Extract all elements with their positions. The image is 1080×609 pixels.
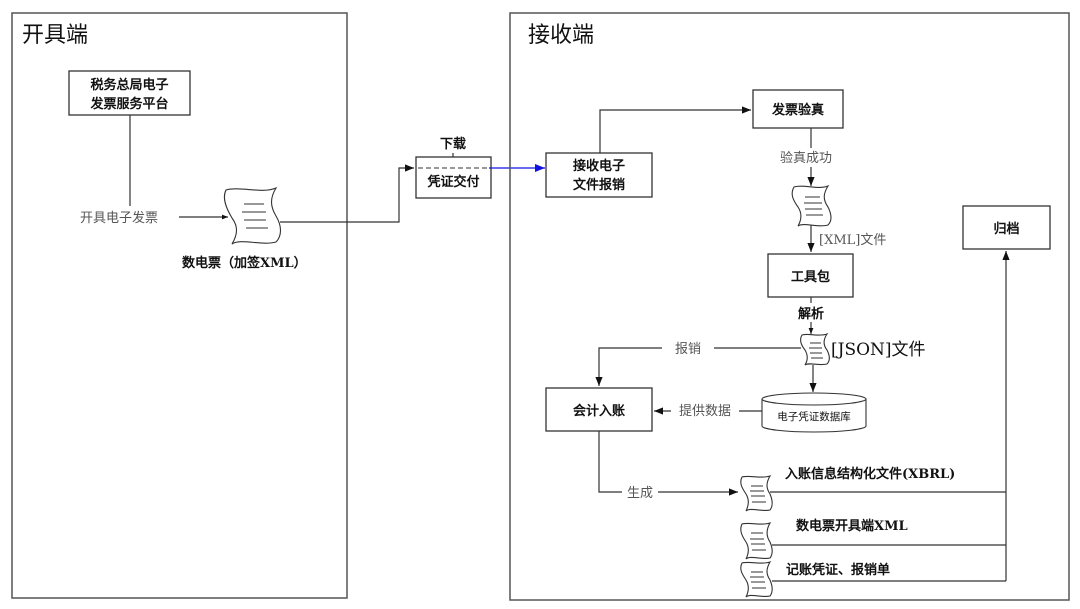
xml-file-doc-icon[interactable] bbox=[791, 184, 832, 227]
voucher-doc-icon[interactable] bbox=[740, 560, 773, 598]
download-label: 下载 bbox=[440, 136, 466, 152]
issue-invoice-label: 开具电子发票 bbox=[80, 210, 158, 226]
receive-to-verify-arrow bbox=[599, 106, 751, 153]
delivery-box-label: 凭证交付 bbox=[426, 174, 479, 190]
signed-invoice-label: 数电票（加签XML） bbox=[182, 255, 307, 271]
parse-label: 解析 bbox=[797, 306, 824, 322]
output-label-issuer-xml: 数电票开具端XML bbox=[796, 518, 908, 534]
toolkit-box[interactable]: 工具包 bbox=[767, 253, 854, 298]
tax-platform-box[interactable]: 税务总局电子 发票服务平台 bbox=[68, 70, 191, 116]
reimburse-label: 报销 bbox=[675, 342, 701, 357]
accounting-to-xbrl-arrow bbox=[598, 431, 738, 496]
xml-file-label: [XML]文件 bbox=[819, 233, 886, 248]
accounting-entry-box[interactable]: 会计入账 bbox=[545, 387, 653, 432]
provide-data-label: 提供数据 bbox=[679, 403, 731, 419]
issuer-xml-doc-icon[interactable] bbox=[740, 521, 773, 560]
archive-box-label: 归档 bbox=[993, 221, 1019, 237]
issuer-frame bbox=[11, 12, 348, 599]
receiver-frame bbox=[509, 12, 1070, 601]
xbrl-doc-icon[interactable] bbox=[740, 474, 773, 512]
output-label-xbrl: 入账信息结构化文件(XBRL) bbox=[785, 466, 955, 482]
json-file-doc-icon[interactable] bbox=[800, 332, 830, 366]
issuer-panel: 开具端 税务总局电子 发票服务平台 开具电子发票 数电票（加签XML） bbox=[11, 12, 348, 599]
voucher-database-icon[interactable]: 电子凭证数据库 bbox=[761, 392, 867, 433]
json-to-accounting-arrow bbox=[595, 347, 801, 386]
output-label-voucher: 记账凭证、报销单 bbox=[786, 562, 890, 578]
receive-line1: 接收电子 bbox=[573, 158, 625, 174]
provide-data-label-bg bbox=[671, 402, 739, 419]
issuer-title: 开具端 bbox=[22, 23, 88, 48]
receiver-panel: 接收端 接收电子 文件报销 发票验真 验真成功 [XML]文件 工 bbox=[509, 12, 1070, 601]
receive-line2: 文件报销 bbox=[573, 177, 625, 193]
tax-platform-line1: 税务总局电子 bbox=[90, 77, 168, 93]
generate-label: 生成 bbox=[627, 486, 653, 501]
archive-box[interactable]: 归档 bbox=[962, 205, 1051, 250]
accounting-box-label: 会计入账 bbox=[573, 403, 625, 419]
generate-label-bg bbox=[622, 484, 658, 500]
toolkit-box-label: 工具包 bbox=[791, 269, 830, 285]
database-label: 电子凭证数据库 bbox=[777, 410, 851, 423]
doc-to-delivery-arrow bbox=[280, 164, 414, 223]
json-file-label: [JSON]文件 bbox=[831, 340, 926, 360]
receive-reimburse-box[interactable]: 接收电子 文件报销 bbox=[545, 152, 653, 198]
delivery-box[interactable]: 下载 凭证交付 bbox=[415, 136, 492, 199]
verify-box-label: 发票验真 bbox=[771, 102, 824, 118]
tax-platform-line2: 发票服务平台 bbox=[89, 96, 168, 112]
reimburse-label-bg bbox=[662, 340, 714, 356]
signed-invoice-doc-icon[interactable] bbox=[223, 186, 282, 245]
verify-success-label: 验真成功 bbox=[780, 150, 832, 166]
receiver-title: 接收端 bbox=[528, 23, 594, 48]
invoice-verify-box[interactable]: 发票验真 bbox=[752, 89, 844, 129]
